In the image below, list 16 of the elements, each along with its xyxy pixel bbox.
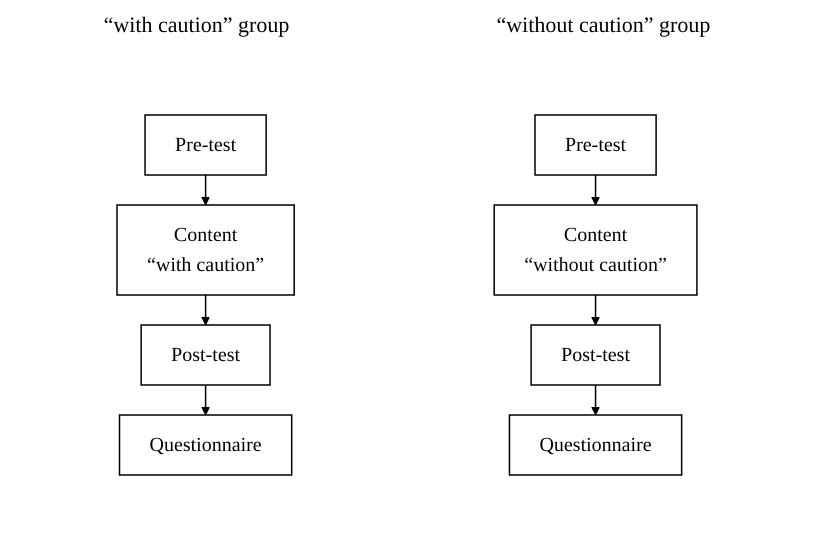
node-box: Content “without caution” <box>493 204 698 296</box>
arrow <box>591 175 600 206</box>
arrow <box>591 385 600 416</box>
node-box: Pre-test <box>144 114 267 176</box>
node-box: Questionnaire <box>118 414 292 476</box>
group-heading: “with caution” group <box>104 12 290 38</box>
arrow <box>201 175 210 206</box>
node-box: Pre-test <box>534 114 657 176</box>
arrow <box>591 295 600 326</box>
node-box: Content “with caution” <box>116 204 295 296</box>
node-box: Post-test <box>140 324 271 386</box>
arrow <box>201 295 210 326</box>
node-box: Post-test <box>530 324 661 386</box>
group-heading: “without caution” group <box>496 12 710 38</box>
node-box: Questionnaire <box>508 414 682 476</box>
arrow <box>201 385 210 416</box>
